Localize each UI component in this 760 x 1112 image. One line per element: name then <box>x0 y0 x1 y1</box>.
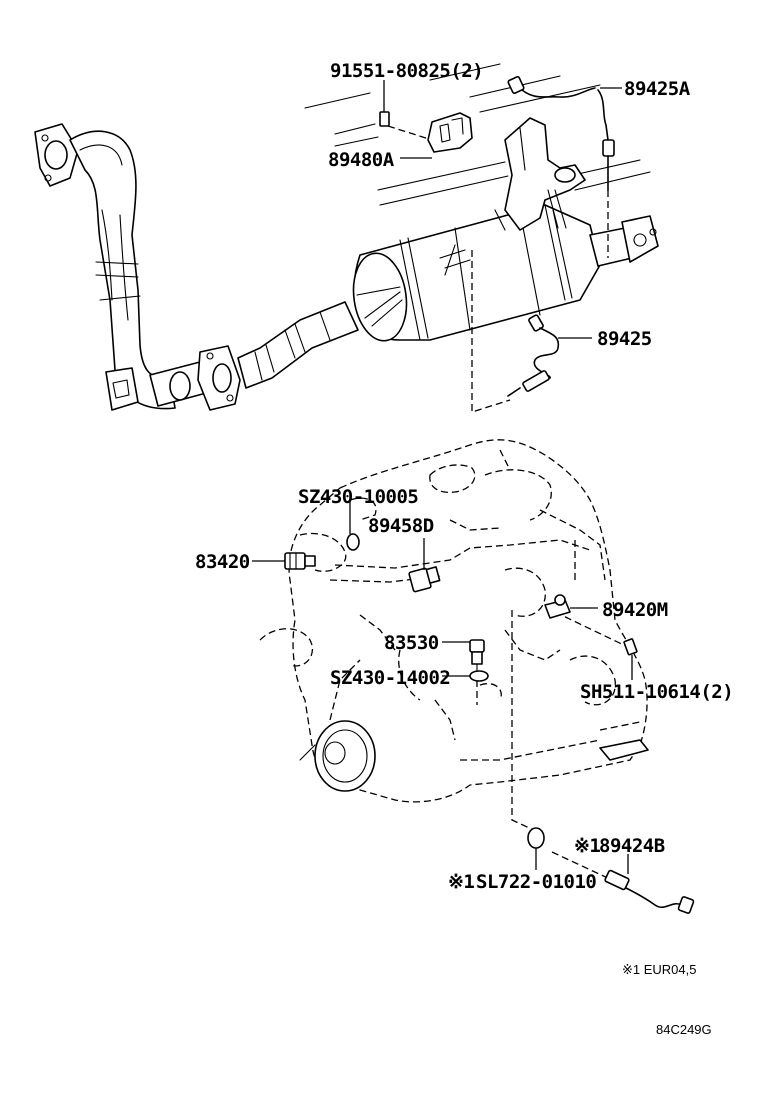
part-label: SL722-01010 <box>476 871 596 893</box>
dash-89424B <box>551 851 613 881</box>
mid-pipe <box>149 301 359 411</box>
sensor-89425 <box>507 314 592 397</box>
switch-83420 <box>252 552 316 570</box>
part-label: 89458D <box>368 515 434 537</box>
part-label: 89425A <box>624 78 691 100</box>
sensor-89424B <box>604 854 695 914</box>
washer-sz430-10005 <box>346 500 360 551</box>
part-label: 83530 <box>384 632 439 654</box>
bolt-sh511 <box>623 638 638 680</box>
dipstick <box>599 739 649 761</box>
front-flange <box>34 123 79 187</box>
engine-outline <box>259 439 648 803</box>
part-label: 91551-80825(2) <box>330 60 483 82</box>
part-label: SZ430-14002 <box>330 667 450 689</box>
sensor-89425A <box>507 75 622 191</box>
part-label: 83420 <box>195 551 250 573</box>
bolt-91551 <box>379 80 390 127</box>
part-label: 89424B <box>599 835 665 857</box>
front-pipe <box>69 130 176 410</box>
engine-block <box>252 439 695 914</box>
crank-pulley <box>299 720 376 792</box>
footnote-marker: ※1 <box>448 871 474 893</box>
drawing-code: 84C249G <box>656 1022 712 1037</box>
dash-converter <box>471 250 511 413</box>
footnote: ※1 EUR04,5 <box>622 962 696 977</box>
dash-bolt <box>387 125 433 141</box>
footnote-marker: ※1 <box>574 835 600 857</box>
frame-rails <box>304 63 651 206</box>
part-label: 89425 <box>597 328 652 350</box>
dash-sensor-ref <box>511 610 539 833</box>
catalytic-converter <box>352 204 659 342</box>
part-label: 89420M <box>602 599 668 621</box>
switch-83530 <box>442 639 485 673</box>
bracket <box>494 117 586 231</box>
dash-89420M <box>554 611 631 649</box>
lower-flange <box>105 367 139 411</box>
gasket-sz430-14002 <box>442 670 489 682</box>
part-labels: 91551-80825(2) 89425A 89480A 89425 SZ430… <box>195 60 734 893</box>
sensor-89458D <box>408 538 441 593</box>
sensor-89420M <box>544 594 598 619</box>
part-label: SZ430-10005 <box>298 486 418 508</box>
part-label: 89480A <box>328 149 395 171</box>
gasket-sl722 <box>527 827 545 870</box>
sensor-89480A <box>400 112 473 159</box>
exhaust-assembly <box>34 63 659 413</box>
part-label: SH511-10614(2) <box>580 681 733 703</box>
